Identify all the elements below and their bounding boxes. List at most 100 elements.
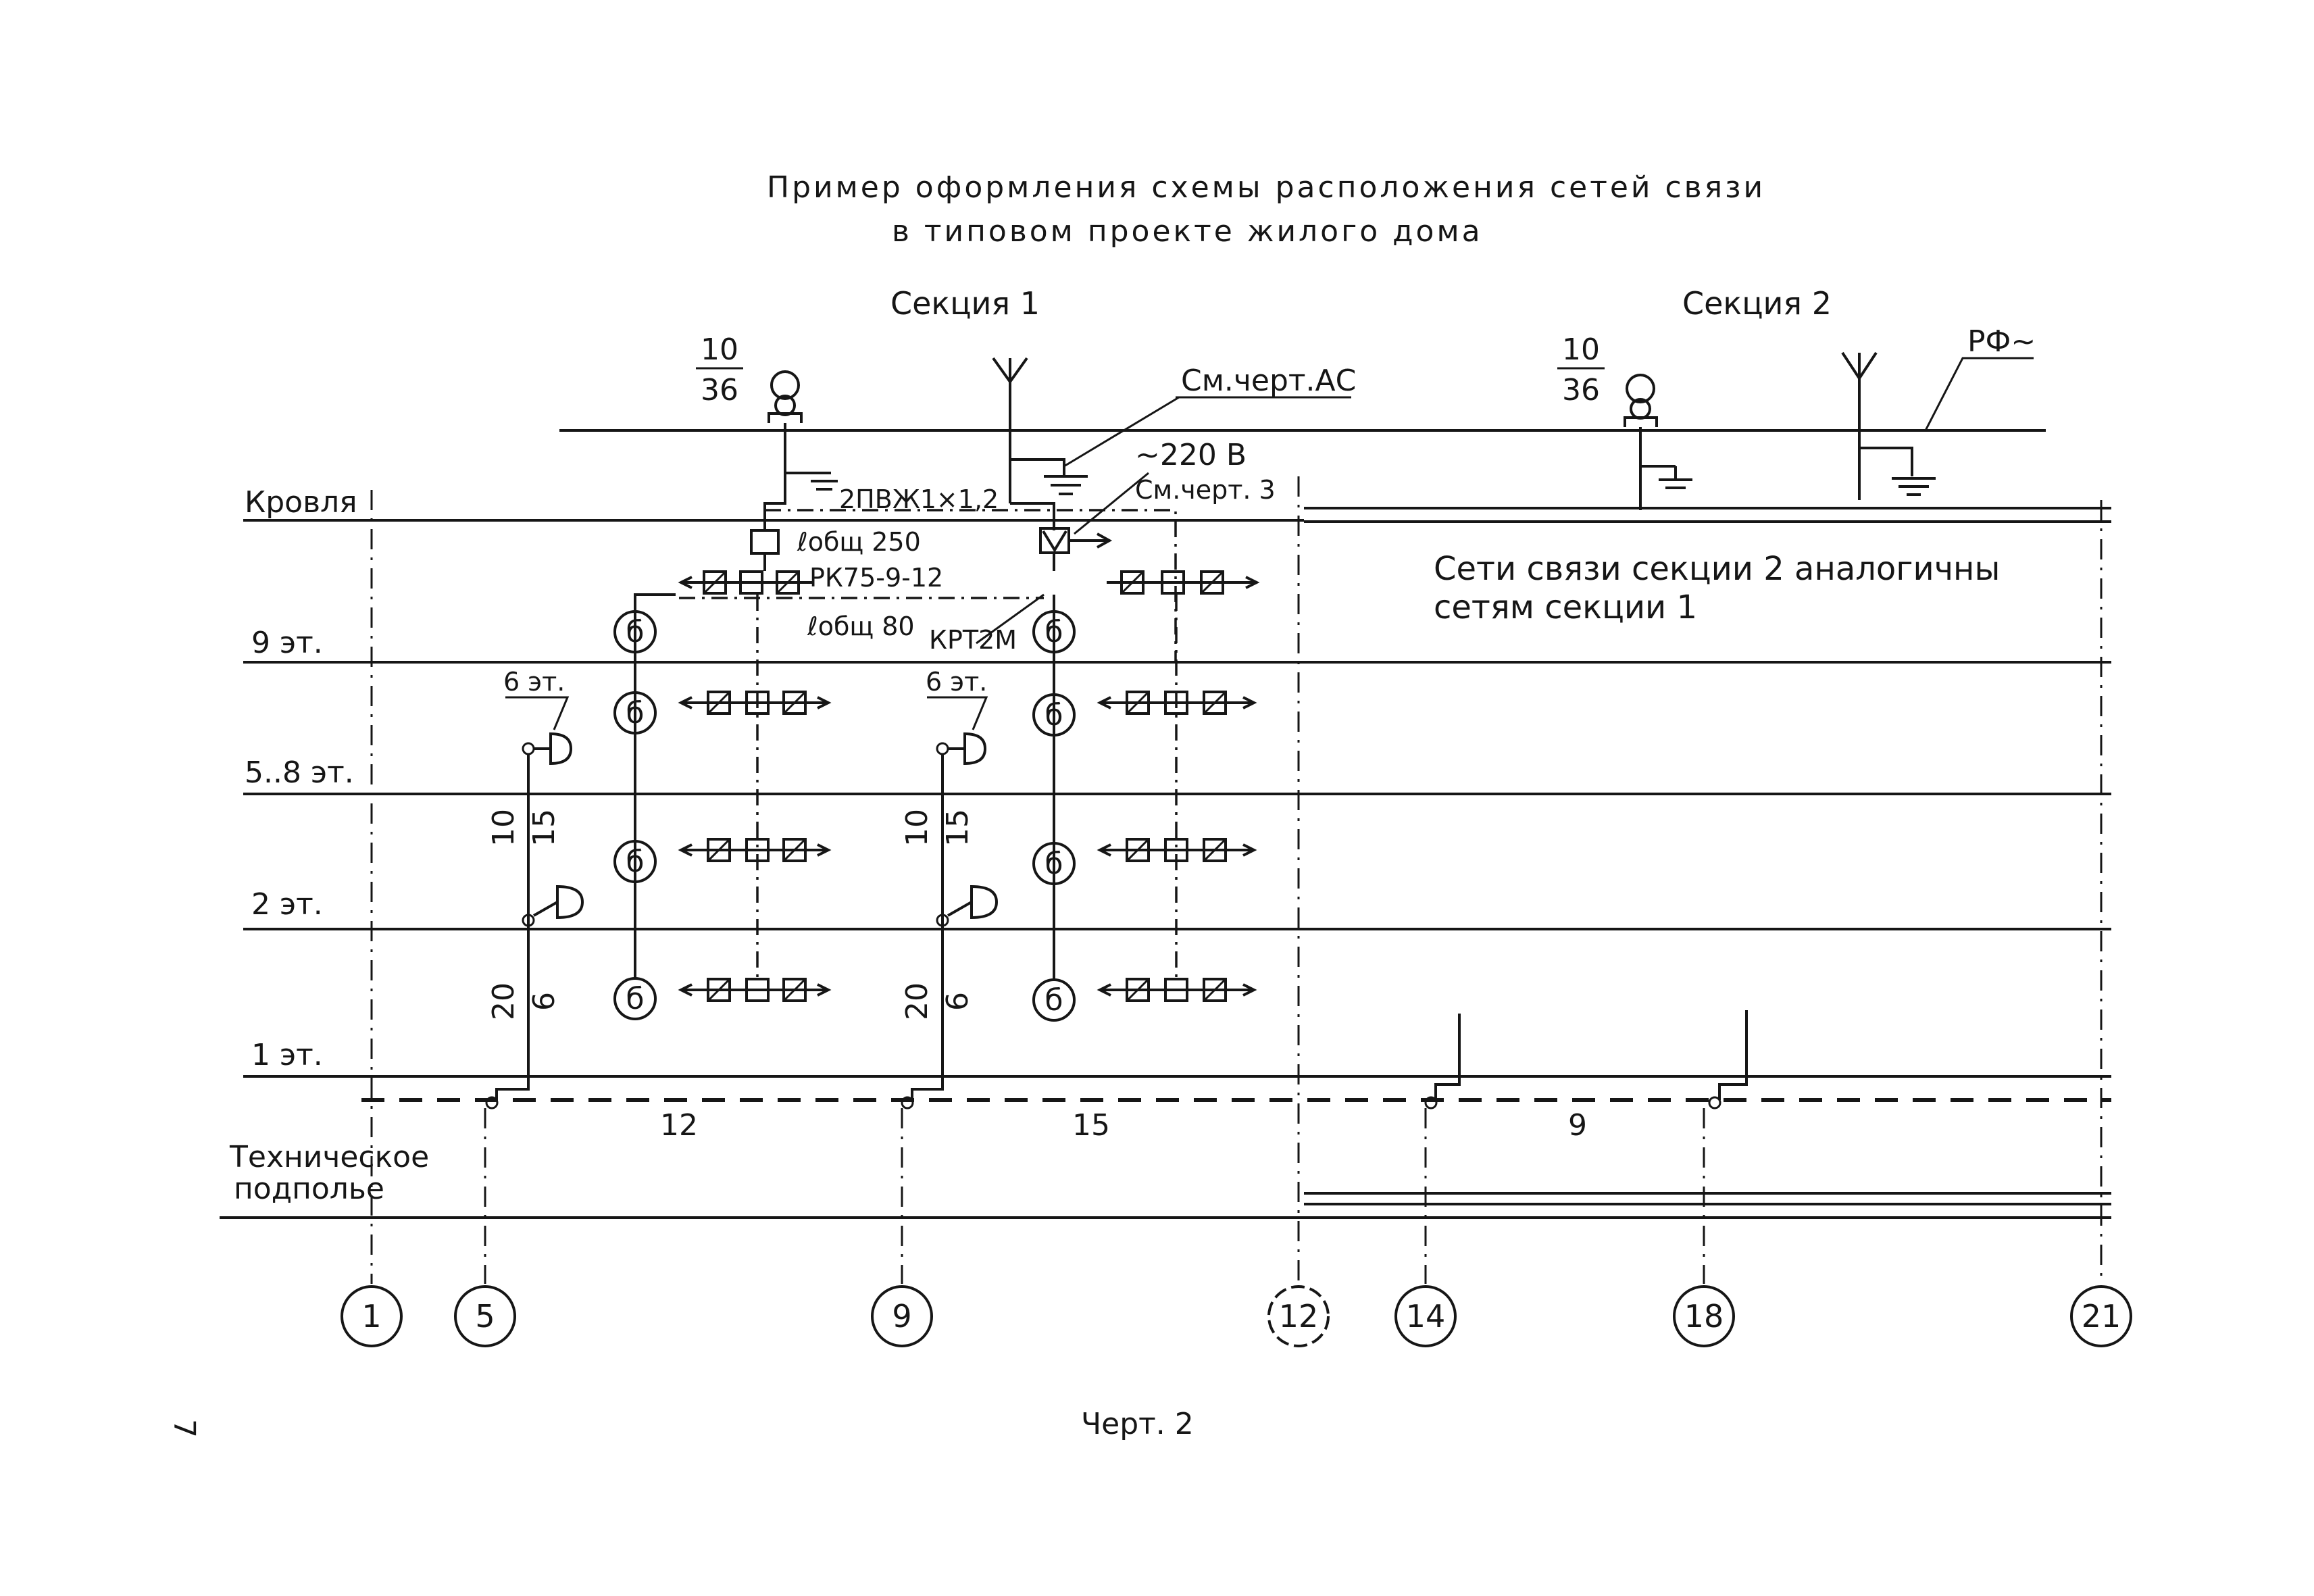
section-1-label: Секция 1 bbox=[890, 285, 1040, 322]
drawing-title-line2: в типовом проекте жилого дома bbox=[892, 214, 1483, 249]
antenna-mast-s1 bbox=[1009, 382, 1065, 476]
roof-feed-line-s1 bbox=[763, 423, 786, 530]
floor-label-5-8: 5..8 эт. bbox=[245, 755, 354, 790]
antenna-distribution-line bbox=[1010, 502, 1055, 530]
loudspeaker-power-den-s2: 36 bbox=[1562, 373, 1600, 407]
floor-taps-right: б б б б bbox=[1032, 610, 1076, 1022]
riser-left-lower-den: 6 bbox=[527, 992, 561, 1011]
splitter-row-left-1 bbox=[678, 978, 832, 1002]
axis-bubble-9 bbox=[871, 1285, 933, 1347]
section2-note-line1: Сети связи секции 2 аналогичны bbox=[1434, 550, 2000, 588]
tap-mark-left-5: б bbox=[626, 845, 644, 879]
tap-mark-right-5: б bbox=[1045, 847, 1063, 881]
tap-left-5 bbox=[613, 840, 657, 883]
see-drawing-as: См.черт.АС bbox=[1181, 364, 1356, 398]
radio-riser-left-foot bbox=[495, 1078, 530, 1100]
krt2m-leader bbox=[976, 593, 1045, 645]
roof-loudspeaker-icon-s1 bbox=[768, 370, 803, 423]
splitter-rows-right bbox=[1097, 691, 1257, 1002]
tap-mark-left-9: б bbox=[626, 615, 644, 649]
splitter-row-right-1 bbox=[1097, 978, 1257, 1002]
ground-icon-s2a bbox=[1640, 465, 1692, 489]
loudspeaker-power-den-s1: 36 bbox=[701, 373, 738, 407]
power-leader bbox=[1074, 472, 1149, 535]
see-as-leader bbox=[1063, 396, 1180, 468]
span-12: 12 bbox=[660, 1108, 698, 1143]
tv-splitter-row-left-roof bbox=[678, 570, 814, 595]
floor6-leader-right bbox=[927, 696, 988, 730]
radio-outlet-icon-left-lower bbox=[522, 884, 584, 927]
splitter-row-left-8 bbox=[678, 691, 832, 715]
tap-mark-right-1: б bbox=[1045, 983, 1063, 1018]
riser-left-num: 10 bbox=[486, 809, 521, 847]
basement-junction-18 bbox=[1708, 1096, 1721, 1109]
tap-left-8 bbox=[613, 691, 657, 734]
roof-loudspeaker-icon-s2 bbox=[1624, 374, 1658, 427]
radio-outlet-icon-right-lower bbox=[936, 884, 999, 927]
basement-junction-5 bbox=[485, 1096, 499, 1109]
tap-mark-right-9: б bbox=[1045, 615, 1063, 649]
radio-junction-box-roof bbox=[750, 529, 780, 555]
length-250: ℓобщ 250 bbox=[797, 527, 921, 557]
loudspeaker-power-num-s1: 10 bbox=[701, 332, 738, 367]
page-number: 7 bbox=[167, 1419, 201, 1438]
antenna-ground-s2 bbox=[1859, 447, 1913, 476]
axis-bubble-21 bbox=[2070, 1285, 2132, 1347]
splitter-row-right-5 bbox=[1097, 838, 1257, 862]
riser-right-lower-num: 20 bbox=[900, 982, 934, 1020]
drawing-title-line1: Пример оформления схемы расположения сет… bbox=[767, 170, 1765, 205]
tap-left-9 bbox=[613, 610, 657, 653]
section-2-label: Секция 2 bbox=[1682, 285, 1832, 322]
see-drawing-3: См.черт. 3 bbox=[1135, 475, 1276, 505]
voltage-220: ~220 В bbox=[1135, 438, 1247, 472]
axis-label-18: 18 bbox=[1684, 1298, 1724, 1335]
axis-label-9: 9 bbox=[892, 1298, 911, 1335]
floor-label-2: 2 эт. bbox=[251, 887, 323, 922]
axis-label-21: 21 bbox=[2082, 1298, 2121, 1335]
floor6-label-left: 6 эт. bbox=[503, 667, 565, 697]
axis-bubble-1 bbox=[341, 1285, 403, 1347]
axis-bubble-5 bbox=[454, 1285, 516, 1347]
rf-label: РФ~ bbox=[1967, 324, 2036, 359]
floor-label-1: 1 эт. bbox=[251, 1038, 323, 1072]
axis-label-12: 12 bbox=[1279, 1298, 1319, 1335]
axis-bubble-12 bbox=[1267, 1285, 1330, 1347]
tv-distribution-rows-s1 bbox=[678, 570, 1260, 595]
tap-right-1 bbox=[1032, 978, 1076, 1022]
tap-right-5 bbox=[1032, 842, 1076, 885]
riser-stub-18 bbox=[1718, 1010, 1748, 1100]
tv-antenna-icon-s1 bbox=[992, 357, 1028, 384]
section2-note-line2: сетям секции 1 bbox=[1434, 589, 1697, 626]
ground-icon-s2b bbox=[1892, 477, 1936, 496]
span-15: 15 bbox=[1072, 1108, 1110, 1143]
axis-bubble-18 bbox=[1673, 1285, 1735, 1347]
span-9: 9 bbox=[1568, 1108, 1587, 1143]
riser-left-den: 15 bbox=[527, 809, 561, 847]
amplifier-icon-roof bbox=[1039, 527, 1070, 554]
amplifier-arrowhead bbox=[1097, 532, 1113, 549]
riser-left-lower-num: 20 bbox=[486, 982, 521, 1020]
radio-outlet-icon-left-upper bbox=[522, 732, 573, 766]
radio-outlet-icon-right-upper bbox=[936, 732, 987, 766]
roof-power-cable bbox=[765, 509, 1177, 662]
length-80: ℓобщ 80 bbox=[807, 612, 915, 641]
cable-rk75: РК75-9-12 bbox=[809, 563, 943, 593]
floor6-leader-left bbox=[505, 696, 570, 730]
floor-label-basement-2: подполье bbox=[234, 1172, 384, 1206]
splitter-rows-left bbox=[678, 691, 832, 1002]
basement-junction-14 bbox=[1424, 1096, 1438, 1109]
tap-left-1 bbox=[613, 977, 657, 1020]
ground-icon-s1a bbox=[785, 472, 838, 491]
loudspeaker-power-num-s2: 10 bbox=[1562, 332, 1600, 367]
splitter-row-left-5 bbox=[678, 838, 832, 862]
axis-bubble-14 bbox=[1394, 1285, 1457, 1347]
rf-leader bbox=[1924, 357, 2034, 431]
floor-label-basement-1: Техническое bbox=[229, 1140, 429, 1174]
tap-riser-left-top bbox=[634, 593, 676, 607]
axis-bubbles: 1 5 9 12 14 18 21 bbox=[341, 1285, 2132, 1347]
basement-junction-9 bbox=[901, 1096, 914, 1109]
tap-mark-right-8: б bbox=[1045, 698, 1063, 732]
tap-right-8 bbox=[1032, 693, 1076, 737]
floor6-label-right: 6 эт. bbox=[926, 667, 987, 697]
